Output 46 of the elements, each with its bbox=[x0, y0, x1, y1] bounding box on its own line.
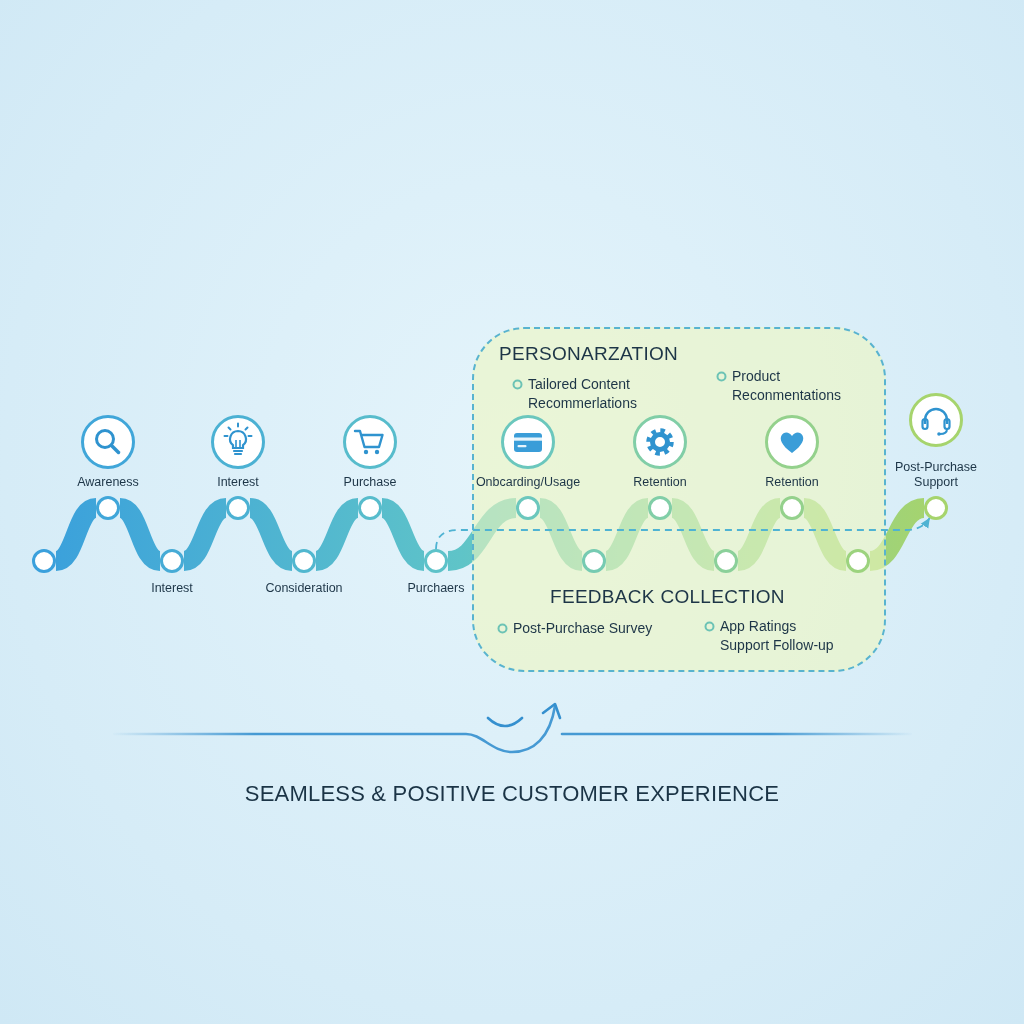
list-item-text: Post-Purchase Survey bbox=[513, 619, 653, 638]
stage-label: Retention bbox=[765, 475, 819, 490]
wave-connector bbox=[669, 498, 717, 571]
stage-label: Onbcarding/Usage bbox=[475, 475, 581, 490]
stage-label: Purchaers bbox=[407, 581, 465, 596]
stage-label: Purchase bbox=[343, 475, 397, 490]
section-heading: PERSONARZATION bbox=[499, 343, 679, 365]
stage-label: Retention bbox=[633, 475, 687, 490]
list-item-text: Tailored Content Recommerlations bbox=[528, 375, 638, 413]
waypoint-dot bbox=[96, 496, 120, 520]
waypoint-dot bbox=[292, 549, 316, 573]
waypoint-dot bbox=[846, 549, 870, 573]
wave-connector bbox=[446, 498, 518, 571]
waypoint-dot bbox=[226, 496, 250, 520]
waypoint-dot bbox=[160, 549, 184, 573]
highlight-panel bbox=[472, 327, 886, 672]
wave-connector bbox=[735, 498, 783, 571]
list-item-text: App Ratings Support Follow-up bbox=[720, 617, 835, 655]
waypoint-dot bbox=[714, 549, 738, 573]
waypoint-dot bbox=[516, 496, 540, 520]
waypoint-dot bbox=[648, 496, 672, 520]
wave-connector bbox=[537, 498, 585, 571]
stage-label: Awareness bbox=[77, 475, 139, 490]
stage-label: Interest bbox=[151, 581, 193, 596]
waypoint-dot bbox=[424, 549, 448, 573]
stage-label: Interest bbox=[217, 475, 259, 490]
section-heading: FEEDBACK COLLECTION bbox=[550, 586, 785, 608]
wave-connector bbox=[603, 498, 651, 571]
wave-connector bbox=[117, 498, 163, 571]
waypoint-dot bbox=[780, 496, 804, 520]
wave-connector bbox=[379, 498, 427, 571]
dashed-arrow bbox=[435, 517, 931, 550]
wave-connector bbox=[801, 498, 849, 571]
wave-connector bbox=[53, 498, 99, 571]
wave-connector bbox=[247, 498, 295, 571]
waypoint-dot bbox=[924, 496, 948, 520]
waypoint-dot bbox=[32, 549, 56, 573]
stage-label: Post-Purchase Support bbox=[894, 460, 978, 490]
stage-label: Consideration bbox=[265, 581, 343, 596]
caption-text: SEAMLESS & POSITIVE CUSTOMER EXPERIENCE bbox=[244, 781, 780, 807]
waypoint-dot bbox=[582, 549, 606, 573]
waypoint-dot bbox=[358, 496, 382, 520]
wave-connector bbox=[181, 498, 229, 571]
list-item-text: Product Reconmentations bbox=[732, 367, 842, 405]
wave-connector bbox=[313, 498, 361, 571]
wave-connector bbox=[868, 498, 926, 571]
